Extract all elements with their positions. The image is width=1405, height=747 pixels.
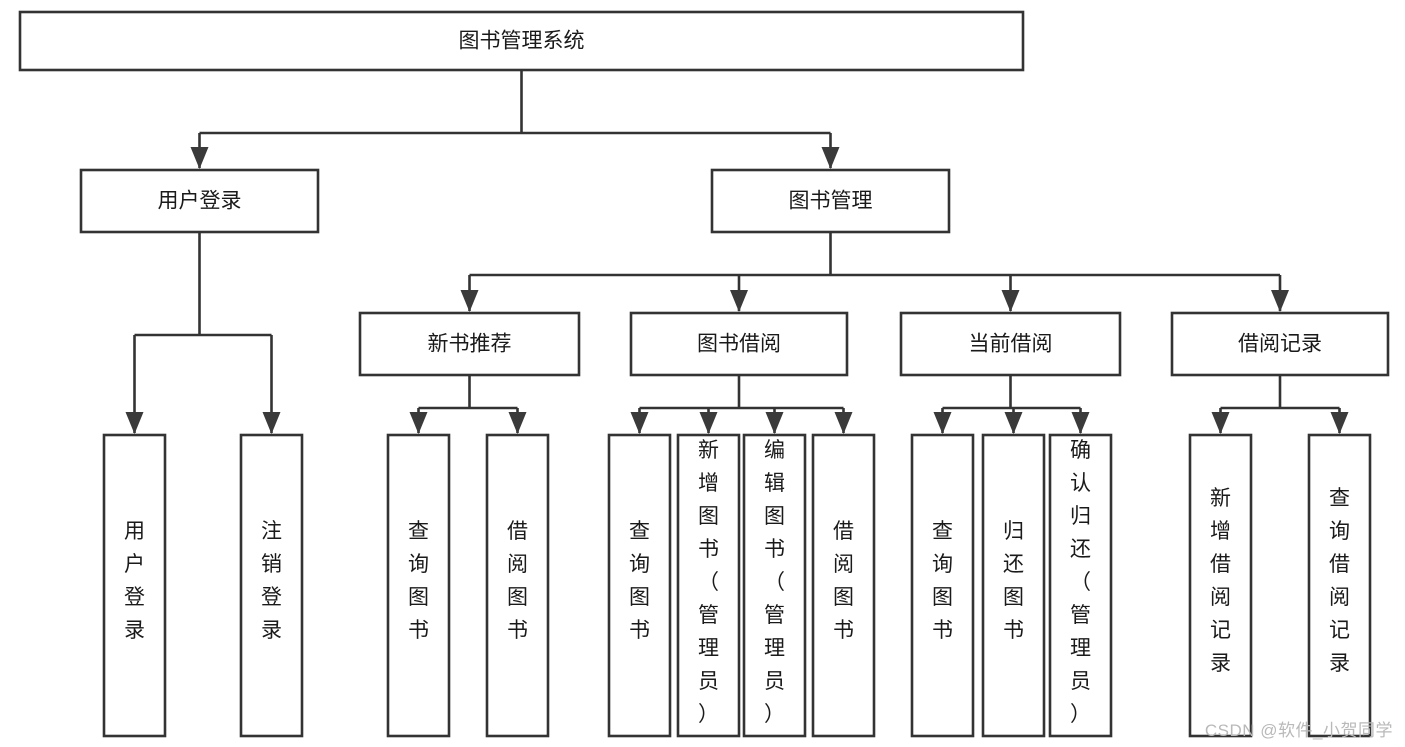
- level1-node-box-1[interactable]: [710, 168, 951, 234]
- arrow-parent-1-to-leaf-0: [409, 412, 428, 434]
- leaf-node-box-3[interactable]: [485, 433, 550, 738]
- leaf-node-4[interactable]: 查询图书: [607, 433, 672, 738]
- connector-layer: [125, 70, 1349, 434]
- arrow-parent-4-to-leaf-1: [1330, 412, 1349, 434]
- root-node-label-0: 图书管理系统: [459, 30, 585, 53]
- leaf-node-7[interactable]: 借阅图书: [811, 433, 876, 738]
- level2-node-label-1: 图书借阅: [697, 333, 781, 356]
- level2-node-box-1[interactable]: [629, 311, 849, 377]
- level1-node-label-0: 用户登录: [158, 190, 242, 213]
- leaf-node-box-7[interactable]: [811, 433, 876, 738]
- arrow-parent-2-to-leaf-3: [834, 412, 853, 434]
- leaf-node-5[interactable]: 新增图书（管理员）: [676, 433, 741, 738]
- leaf-node-11[interactable]: 新增借阅记录: [1188, 433, 1253, 738]
- leaf-node-label-6: 编辑图书（管理员）: [764, 439, 785, 726]
- node-layer: 图书管理系统用户登录图书管理新书推荐图书借阅当前借阅借阅记录用户登录注销登录查询…: [18, 10, 1390, 738]
- arrow-parent-3-to-leaf-2: [1071, 412, 1090, 434]
- leaf-node-label-9: 归还图书: [1003, 520, 1024, 642]
- leaf-node-1[interactable]: 注销登录: [239, 433, 304, 738]
- root-node-box-0[interactable]: [18, 10, 1025, 72]
- arrow-parent-2-to-leaf-0: [630, 412, 649, 434]
- leaf-node-label-5: 新增图书（管理员）: [698, 439, 719, 726]
- leaf-node-0[interactable]: 用户登录: [102, 433, 167, 738]
- level2-node-label-3: 借阅记录: [1238, 333, 1322, 356]
- level1-node-box-0[interactable]: [79, 168, 320, 234]
- leaf-node-box-1[interactable]: [239, 433, 304, 738]
- leaf-node-box-9[interactable]: [981, 433, 1046, 738]
- level2-node-label-0: 新书推荐: [428, 333, 512, 356]
- arrow-parent-0-to-leaf-1: [262, 412, 281, 434]
- leaf-node-label-11: 新增借阅记录: [1210, 487, 1231, 675]
- leaf-node-8[interactable]: 查询图书: [910, 433, 975, 738]
- leaf-node-label-12: 查询借阅记录: [1329, 487, 1350, 675]
- arrow-level1-to-level2-3: [1271, 290, 1289, 312]
- leaf-node-box-11[interactable]: [1188, 433, 1253, 738]
- leaf-node-box-12[interactable]: [1307, 433, 1372, 738]
- leaf-node-3[interactable]: 借阅图书: [485, 433, 550, 738]
- leaf-node-box-6[interactable]: [742, 433, 807, 738]
- level2-node-3[interactable]: 借阅记录: [1170, 311, 1390, 377]
- leaf-node-10[interactable]: 确认归还（管理员）: [1048, 433, 1113, 738]
- arrow-parent-3-to-leaf-0: [933, 412, 952, 434]
- arrow-level1-to-level2-0: [460, 290, 479, 312]
- leaf-node-2[interactable]: 查询图书: [386, 433, 451, 738]
- arrow-parent-2-to-leaf-2: [765, 412, 784, 434]
- level2-node-box-2[interactable]: [899, 311, 1122, 377]
- leaf-node-label-10: 确认归还（管理员）: [1070, 439, 1091, 726]
- leaf-node-box-2[interactable]: [386, 433, 451, 738]
- leaf-node-label-8: 查询图书: [932, 520, 953, 642]
- leaf-node-label-3: 借阅图书: [507, 520, 528, 642]
- arrow-parent-3-to-leaf-1: [1004, 412, 1023, 434]
- level2-node-0[interactable]: 新书推荐: [358, 311, 581, 377]
- level1-node-0[interactable]: 用户登录: [79, 168, 320, 234]
- leaf-node-12[interactable]: 查询借阅记录: [1307, 433, 1372, 738]
- leaf-node-label-2: 查询图书: [408, 520, 429, 642]
- leaf-node-box-4[interactable]: [607, 433, 672, 738]
- level2-node-label-2: 当前借阅: [969, 333, 1053, 356]
- leaf-node-9[interactable]: 归还图书: [981, 433, 1046, 738]
- leaf-node-6[interactable]: 编辑图书（管理员）: [742, 433, 807, 738]
- arrow-level1-to-level2-2: [1001, 290, 1020, 312]
- level2-node-2[interactable]: 当前借阅: [899, 311, 1122, 377]
- level2-node-box-0[interactable]: [358, 311, 581, 377]
- level1-node-1[interactable]: 图书管理: [710, 168, 951, 234]
- arrow-level1-to-level2-1: [730, 290, 748, 312]
- arrow-parent-0-to-leaf-0: [125, 412, 144, 434]
- watermark-label: CSDN @软件_小贺同学: [1204, 721, 1393, 740]
- leaf-node-label-0: 用户登录: [124, 520, 145, 642]
- leaf-node-box-8[interactable]: [910, 433, 975, 738]
- leaf-node-box-10[interactable]: [1048, 433, 1113, 738]
- level1-node-label-1: 图书管理: [789, 190, 873, 213]
- leaf-node-box-0[interactable]: [102, 433, 167, 738]
- level2-node-box-3[interactable]: [1170, 311, 1390, 377]
- arrow-parent-1-to-leaf-1: [508, 412, 527, 434]
- arrow-parent-2-to-leaf-1: [699, 412, 718, 434]
- leaf-node-box-5[interactable]: [676, 433, 741, 738]
- leaf-node-label-1: 注销登录: [261, 520, 282, 642]
- leaf-node-label-4: 查询图书: [629, 520, 650, 642]
- leaf-node-label-7: 借阅图书: [833, 520, 854, 642]
- root-node-0[interactable]: 图书管理系统: [18, 10, 1025, 72]
- level2-node-1[interactable]: 图书借阅: [629, 311, 849, 377]
- arrow-root-to-level1-1: [821, 147, 840, 169]
- arrow-parent-4-to-leaf-0: [1211, 412, 1230, 434]
- arrow-root-to-level1-0: [190, 147, 209, 169]
